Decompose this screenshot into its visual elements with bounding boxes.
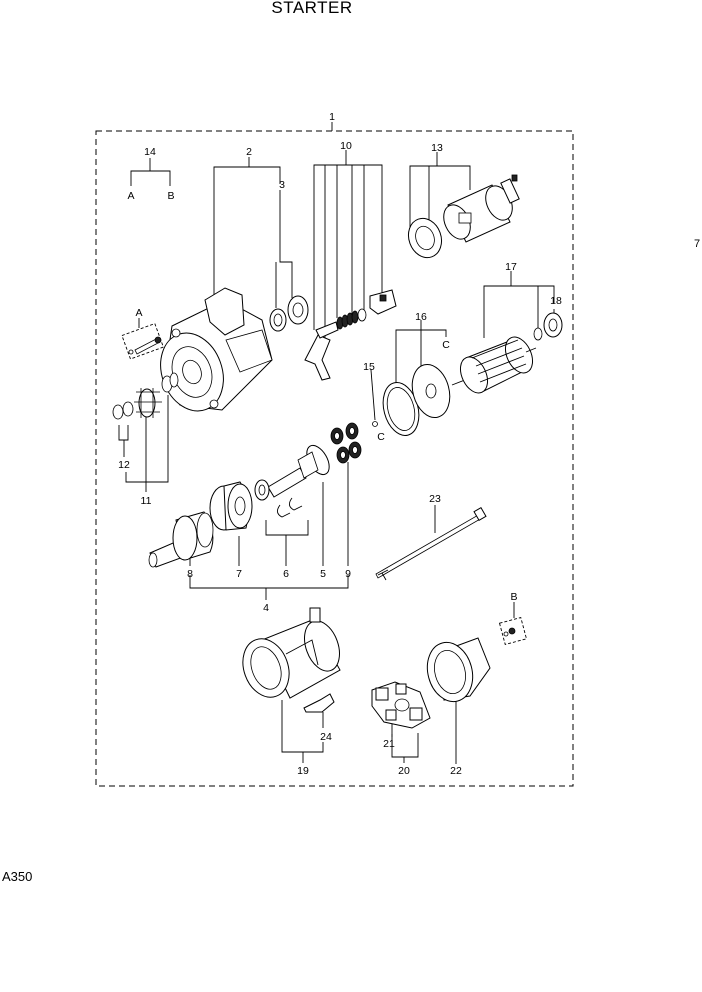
callout-3: 3 [279,179,285,191]
brush-holder-part-20 [371,681,431,729]
callout-9: 9 [345,568,351,580]
through-bolt-a [128,336,162,355]
model-code: A350 [2,869,33,884]
callout-4: 4 [263,602,269,614]
callout-5: 5 [320,568,326,580]
armature-part-17 [451,327,543,394]
ref-letter-a: A [135,307,142,319]
page-reference: 7 [694,238,701,250]
callout-13: 13 [431,142,443,154]
leader-lines [118,122,555,764]
shaft-part-5 [267,444,330,498]
callout-14: 14 [144,146,156,158]
callout-18: 18 [550,295,562,307]
clip-part-6 [277,497,303,518]
ref-letter-a-legend: A [127,190,134,202]
magnetic-switch-part-13 [407,174,520,259]
callout-6: 6 [283,568,289,580]
callout-21: 21 [383,738,395,750]
callout-24: 24 [320,731,332,743]
brush-part-24 [303,693,335,713]
callout-15: 15 [363,361,375,373]
clutch-part-7 [209,481,253,531]
callout-12: 12 [118,459,130,471]
plate-part-16 [382,364,451,436]
page-title: STARTER [271,0,353,17]
callout-23: 23 [429,493,441,505]
callout-2: 2 [246,146,252,158]
ref-letter-c-top: C [442,339,450,351]
ref-letter-c: C [377,431,385,443]
pinion-part-8 [148,511,214,568]
assembly-boundary [95,130,574,787]
screw-b [503,627,516,637]
ref-letter-b-legend: B [167,190,174,202]
lever-set-part-10 [304,289,397,381]
callout-labels: 1 2 3 4 5 6 7 8 9 10 11 12 13 14 15 16 1… [118,111,562,777]
yoke-part-19 [242,607,341,699]
rear-cover-part-22 [426,637,491,703]
callout-7: 7 [236,568,242,580]
callout-10: 10 [340,140,352,152]
callout-1: 1 [329,111,335,123]
ring-part-12 [112,401,134,420]
callout-22: 22 [450,765,462,777]
callout-19: 19 [297,765,309,777]
gear-part-11 [134,372,179,418]
planet-gears-part-9 [330,422,362,464]
housing-part-2 [160,287,273,412]
callout-17: 17 [505,261,517,273]
callout-11: 11 [141,495,152,507]
callout-8: 8 [187,568,193,580]
ref-letter-b: B [510,591,517,603]
ball-part-15 [372,421,378,427]
callout-20: 20 [398,765,410,777]
callout-16: 16 [415,311,427,323]
through-bolt-part-23 [375,506,487,581]
